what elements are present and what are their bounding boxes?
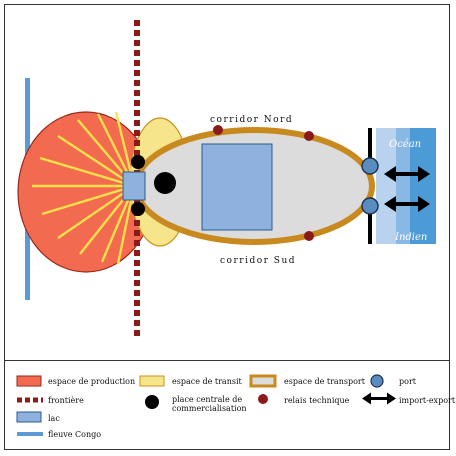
import-export-arrows bbox=[384, 166, 430, 212]
place-centrale-nord bbox=[131, 155, 145, 169]
legend-production-swatch bbox=[16, 375, 42, 387]
legend-transport-swatch bbox=[249, 374, 277, 388]
legend-fleuve-symbol bbox=[17, 432, 43, 436]
corridor-sud-label: corridor Sud bbox=[220, 256, 296, 266]
place-centrale-sud bbox=[131, 202, 145, 216]
legend-production-label: espace de production bbox=[48, 377, 136, 386]
place-centrale-principale bbox=[154, 172, 176, 194]
relais-sud bbox=[304, 231, 314, 241]
legend-fleuve-label: fleuve Congo bbox=[48, 430, 102, 439]
legend-transport-label: espace de transport bbox=[284, 377, 365, 386]
ocean-label-top: Océan bbox=[389, 139, 421, 150]
relais-nord-2 bbox=[304, 131, 314, 141]
ocean-shallow-strip bbox=[376, 128, 396, 244]
port-sud bbox=[361, 197, 379, 215]
legend-place-centrale-label: place centrale de commercialisation bbox=[172, 395, 247, 413]
legend-transit-label: espace de transit bbox=[172, 377, 242, 386]
legend-transit-swatch bbox=[139, 375, 165, 387]
legend-divider bbox=[4, 360, 450, 361]
legend-port-label: port bbox=[399, 377, 416, 386]
lac-frontiere bbox=[122, 171, 146, 201]
legend-port-symbol bbox=[370, 374, 384, 388]
legend-import-export-label: import-export bbox=[399, 396, 456, 405]
legend-frontiere-label: frontière bbox=[48, 396, 84, 405]
corridor-nord-label: corridor Nord bbox=[210, 115, 293, 125]
legend-import-export-symbol bbox=[362, 392, 396, 405]
legend-relais-symbol bbox=[258, 394, 268, 404]
relais-nord-1 bbox=[213, 125, 223, 135]
lac-corridor bbox=[201, 143, 273, 231]
legend-lac-label: lac bbox=[48, 414, 60, 423]
ocean-label-bottom: Indien bbox=[394, 232, 427, 243]
port-nord bbox=[361, 157, 379, 175]
legend-place-centrale-symbol bbox=[145, 395, 159, 409]
legend-lac-swatch bbox=[16, 411, 42, 423]
ocean-mid-strip bbox=[396, 128, 410, 244]
legend-relais-label: relais technique bbox=[284, 396, 350, 405]
